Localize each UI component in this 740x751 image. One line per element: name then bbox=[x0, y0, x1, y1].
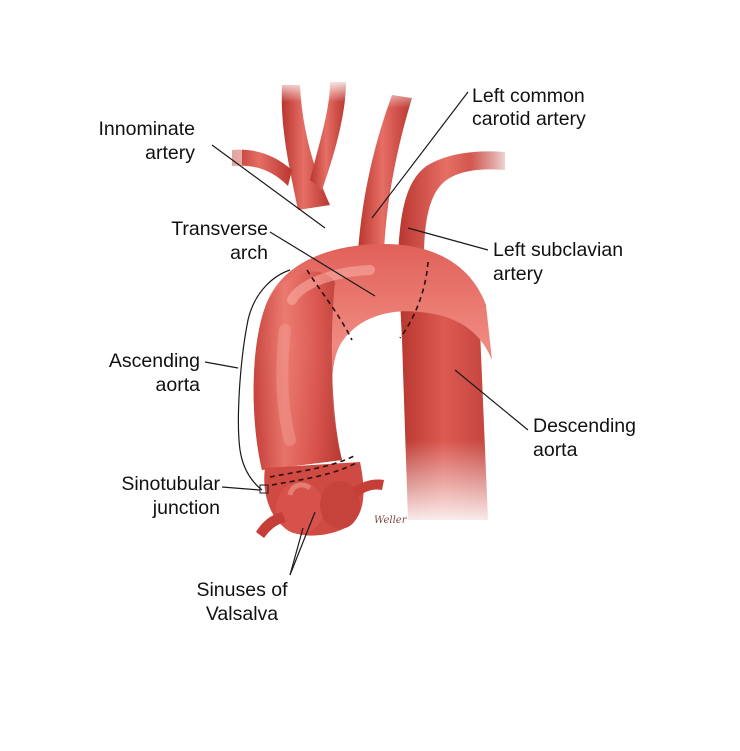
label-line: junction bbox=[152, 497, 220, 519]
leader-descending bbox=[454, 369, 529, 431]
right-coronary-shape bbox=[256, 512, 286, 538]
label-sinotubular-junction: Sinotubular junction bbox=[121, 473, 220, 519]
arch-division-line-1 bbox=[306, 269, 353, 341]
label-left-subclavian: Left subclavian artery bbox=[493, 239, 623, 285]
label-line: aorta bbox=[156, 374, 201, 396]
leader-ascending bbox=[204, 361, 239, 369]
sinotubular-marker bbox=[259, 484, 269, 494]
label-descending-aorta: Descending aorta bbox=[533, 415, 636, 461]
labels: Innominate artery Left common carotid ar… bbox=[99, 85, 636, 625]
left-coronary-shape bbox=[352, 479, 384, 498]
ascending-aorta-shape bbox=[253, 271, 342, 470]
label-transverse-arch: Transverse arch bbox=[171, 218, 268, 264]
label-line: Sinotubular bbox=[121, 473, 220, 495]
label-line: Descending bbox=[533, 415, 636, 437]
label-line: Innominate bbox=[99, 118, 195, 140]
label-line: artery bbox=[493, 263, 543, 285]
label-line: Ascending bbox=[109, 350, 200, 372]
left-common-carotid-shape bbox=[358, 95, 412, 252]
label-line: carotid artery bbox=[472, 108, 586, 130]
label-innominate-artery: Innominate artery bbox=[99, 118, 196, 164]
aorta-illustration: Weller bbox=[220, 78, 515, 538]
right-subclavian-branch-shape bbox=[232, 149, 292, 186]
leader-sinuses-1 bbox=[289, 511, 316, 576]
right-carotid-branch-shape bbox=[310, 82, 346, 190]
sinus-right-shape bbox=[320, 481, 360, 529]
sinus-left-shape bbox=[276, 482, 324, 534]
artist-signature: Weller bbox=[374, 515, 408, 526]
leader-sinotubular bbox=[221, 486, 261, 491]
label-line: Transverse bbox=[171, 218, 268, 240]
label-line: Left subclavian bbox=[493, 239, 623, 261]
label-line: Valsalva bbox=[206, 603, 278, 625]
leader-lines bbox=[204, 91, 529, 576]
label-sinuses-of-valsalva: Sinuses of Valsalva bbox=[196, 579, 288, 625]
label-line: aorta bbox=[533, 439, 578, 461]
ascending-aorta-bracket bbox=[237, 269, 291, 491]
label-line: artery bbox=[145, 142, 195, 164]
leader-innominate bbox=[211, 144, 326, 229]
leader-left-common bbox=[371, 91, 469, 219]
arch-division-line-2 bbox=[399, 261, 429, 339]
leader-sinuses-2 bbox=[289, 527, 304, 576]
leader-transverse bbox=[269, 231, 376, 297]
label-line: Left common bbox=[472, 85, 585, 107]
label-line: arch bbox=[230, 242, 268, 264]
label-ascending-aorta: Ascending aorta bbox=[109, 350, 200, 396]
label-line: Sinuses of bbox=[196, 579, 288, 601]
label-left-common-carotid: Left common carotid artery bbox=[472, 85, 586, 130]
leader-left-subclavian bbox=[407, 227, 489, 251]
